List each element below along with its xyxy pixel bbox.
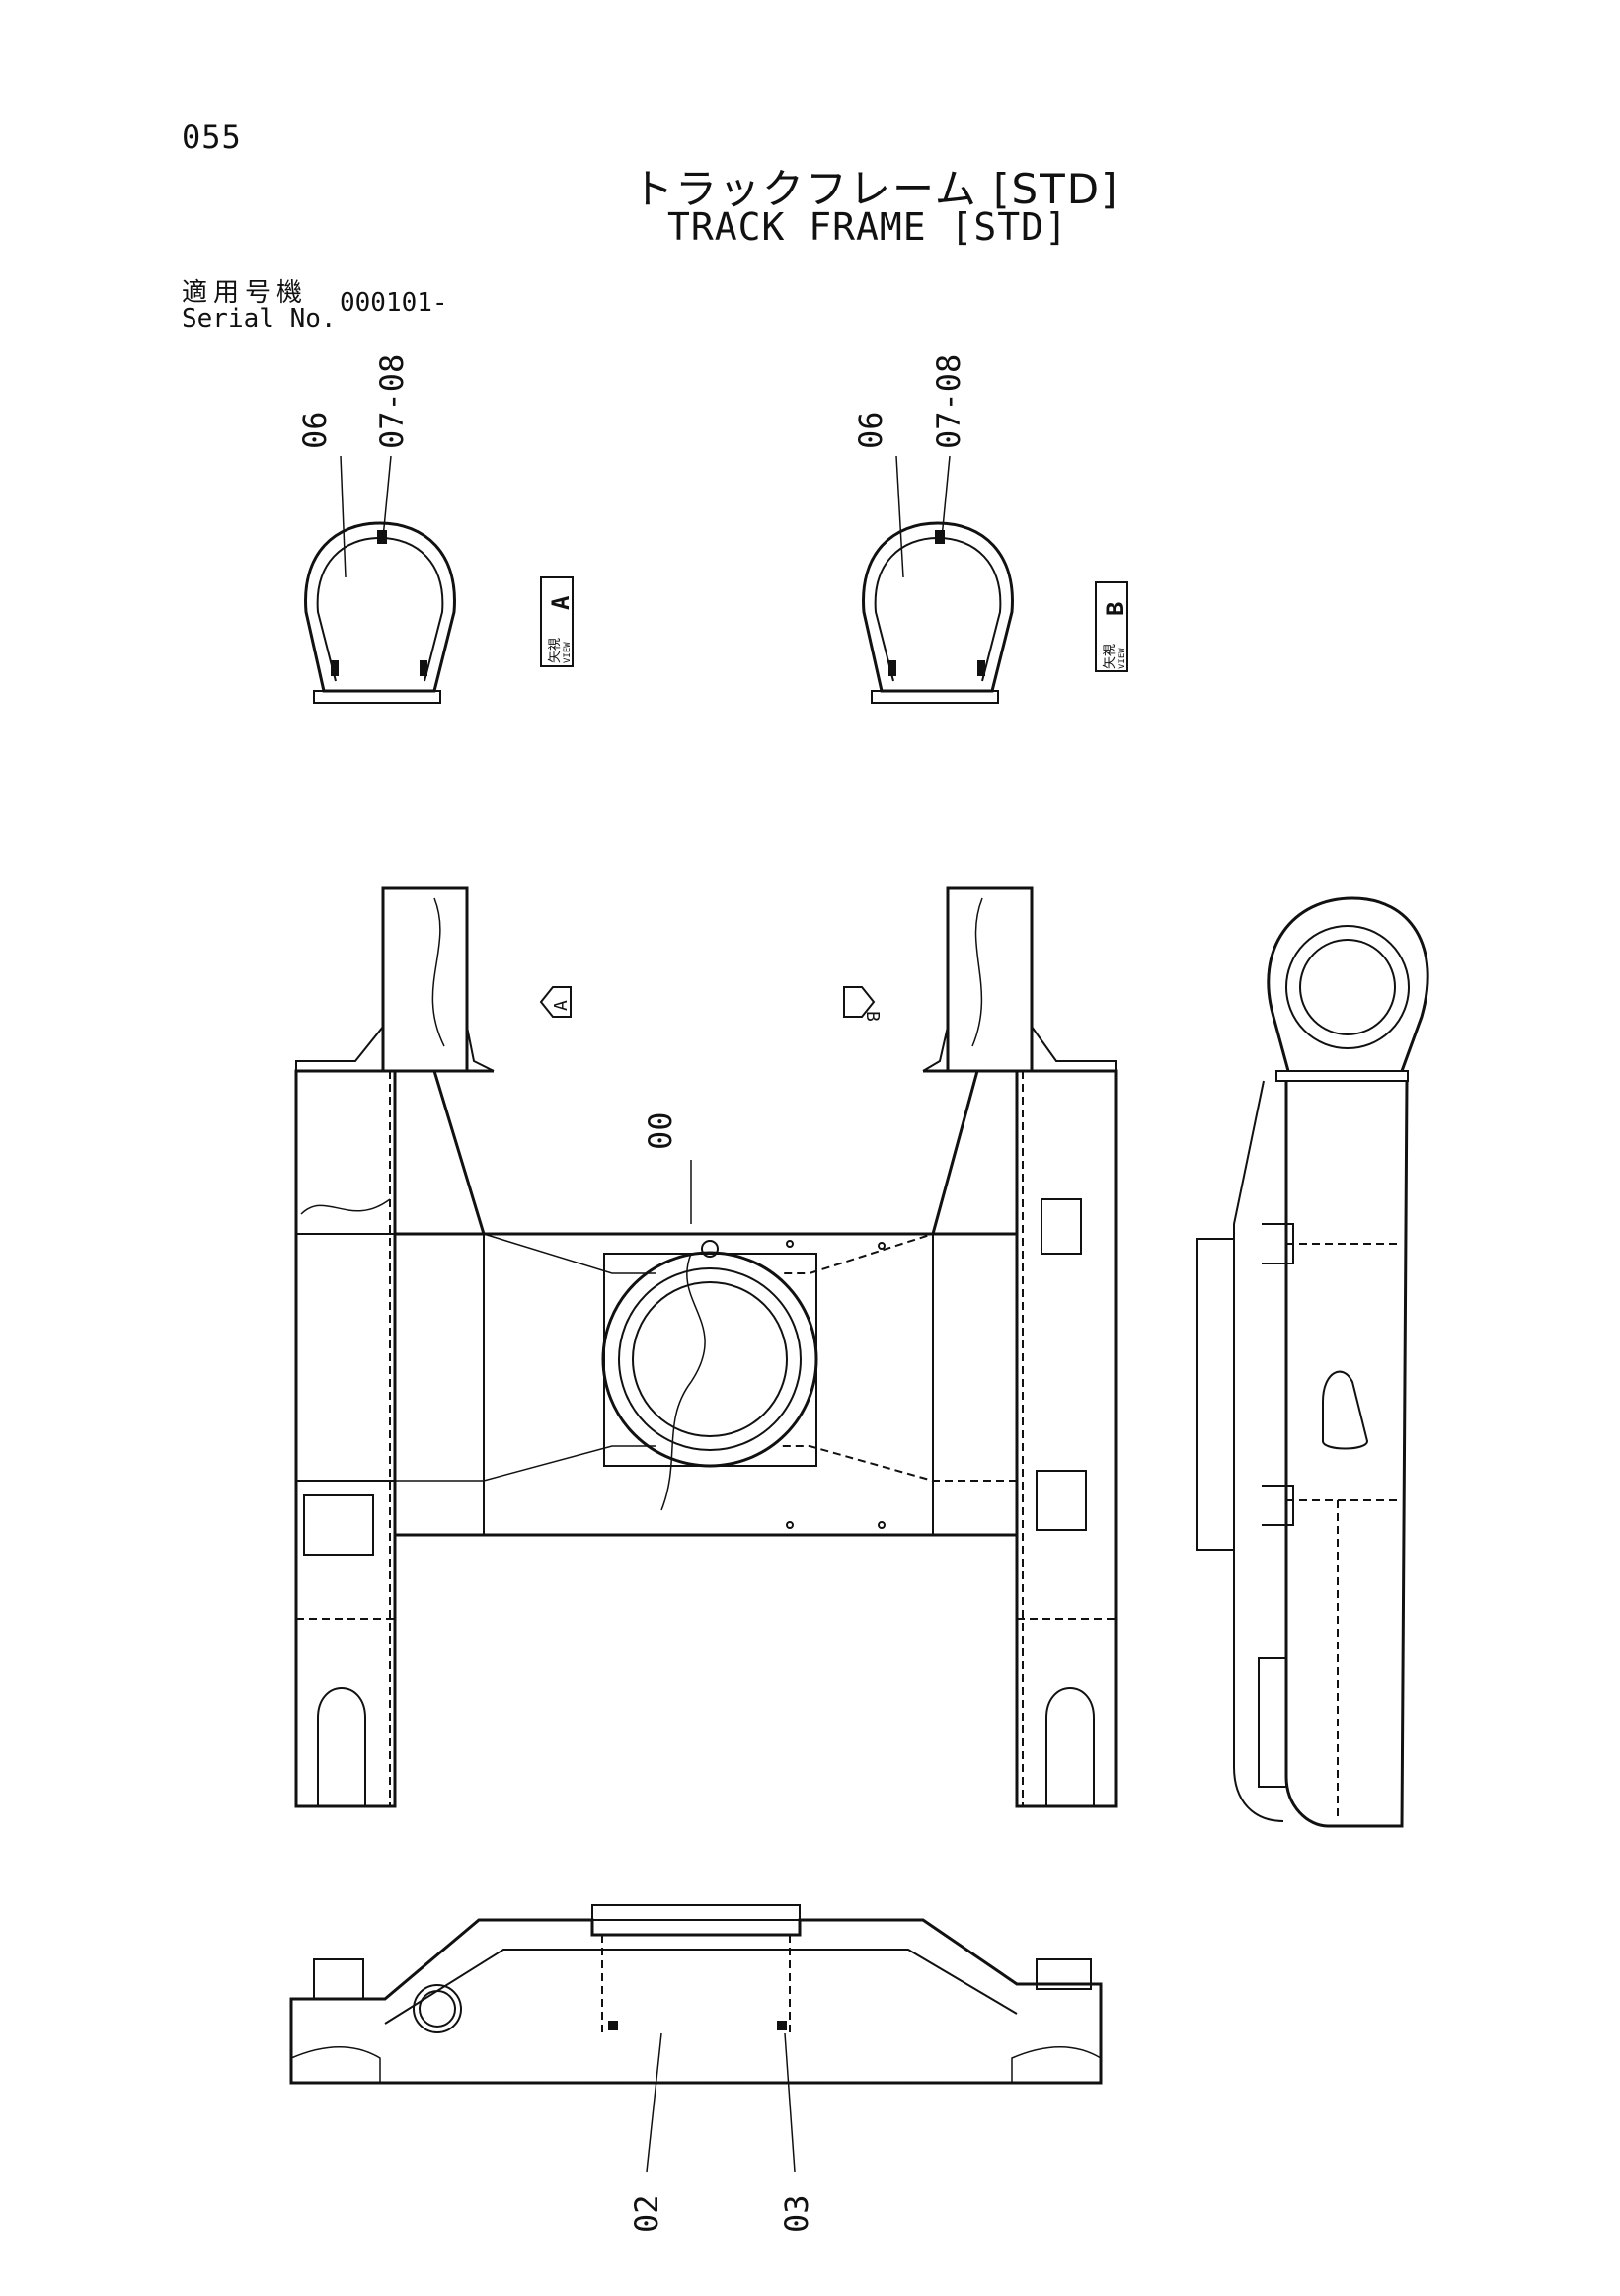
page-number: 055: [182, 118, 242, 156]
title-english: TRACK FRAME [STD]: [667, 205, 1068, 249]
view-a-label-jp: 矢視: [548, 638, 563, 663]
callout-00: 00: [642, 1111, 679, 1150]
plan-view: 00 A B: [294, 886, 1118, 1808]
callout-06-view-a: 06: [296, 411, 334, 449]
serial-label-english: Serial No.: [182, 304, 337, 334]
callout-06-view-b: 06: [852, 411, 889, 449]
callout-07-08-view-a: 07-08: [373, 354, 411, 449]
view-b-label-letter: B: [1102, 602, 1129, 616]
view-b-label-jp: 矢視: [1103, 644, 1118, 669]
front-view: 02 03: [289, 1904, 1103, 2233]
callout-02: 02: [628, 2194, 665, 2233]
view-arrow-a: A: [551, 1000, 572, 1011]
serial-label-japanese: 適用号機: [182, 278, 309, 308]
callout-03: 03: [778, 2194, 815, 2233]
callout-07-08-view-b: 07-08: [930, 354, 967, 449]
view-a-section: 06 07-08 A 矢視 VIEW: [296, 354, 575, 704]
side-view: [1196, 896, 1429, 1828]
title-japanese: トラックフレーム [STD]: [632, 165, 1119, 213]
view-b-section: 06 07-08 B 矢視 VIEW: [852, 354, 1129, 704]
view-a-label-letter: A: [547, 595, 575, 610]
view-b-label-en: VIEW: [1118, 648, 1127, 669]
serial-number-value: 000101-: [340, 288, 448, 318]
view-a-label-en: VIEW: [563, 642, 573, 663]
view-arrow-b: B: [862, 1011, 883, 1022]
